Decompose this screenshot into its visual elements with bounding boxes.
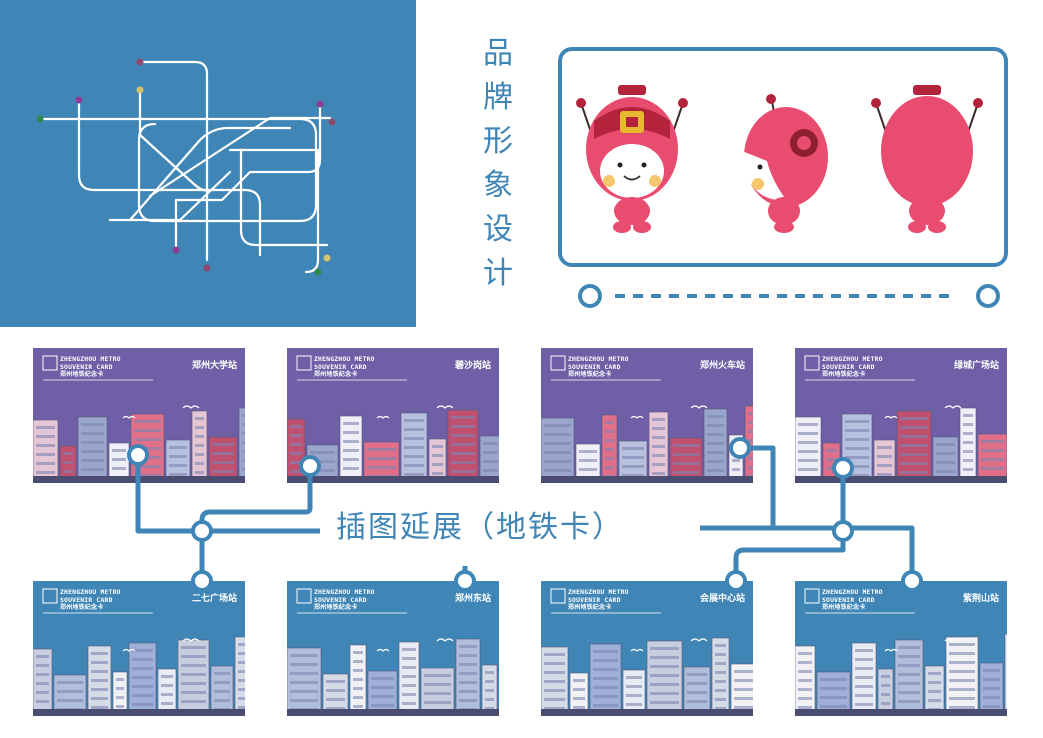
title-char: 设: [483, 212, 513, 247]
card-header-line1: ZHENGZHOU METRO: [568, 588, 629, 596]
card-header-line3: 郑州地铁纪念卡: [60, 371, 104, 378]
card-header-line2: SOUVENIR CARD: [314, 595, 367, 604]
card-header-line1: ZHENGZHOU METRO: [314, 355, 375, 363]
card-header-line2: SOUVENIR CARD: [568, 595, 621, 604]
mascot-side: [742, 94, 828, 233]
card-header-line3: 郑州地铁纪念卡: [314, 371, 358, 378]
card-header-line2: SOUVENIR CARD: [822, 595, 875, 604]
card-header-line2: SOUVENIR CARD: [314, 362, 367, 371]
card-skyline-illustration: [33, 581, 245, 716]
card-header-line3: 郑州地铁纪念卡: [568, 371, 612, 378]
title-char: 象: [483, 168, 513, 203]
extension-title: 插图延展（地铁卡）: [332, 508, 628, 548]
card-skyline-illustration: [541, 581, 753, 716]
card-skyline-illustration: [795, 348, 1007, 483]
card-skyline-illustration: [287, 581, 499, 716]
card-station-name: 紫荆山站: [962, 594, 999, 604]
card-header-line1: ZHENGZHOU METRO: [822, 588, 883, 596]
mascot-frame: [558, 47, 1008, 267]
title-char: 牌: [483, 80, 513, 115]
card-station-name: 郑州火车站: [699, 361, 745, 371]
card-header-line3: 郑州地铁纪念卡: [314, 604, 358, 611]
title-char: 形: [483, 124, 513, 159]
card-header-line1: ZHENGZHOU METRO: [822, 355, 883, 363]
card-header-line3: 郑州地铁纪念卡: [822, 604, 866, 611]
card-station-name: 会展中心站: [699, 594, 745, 604]
dashed-line-decoration: [578, 284, 1000, 308]
card-header-line3: 郑州地铁纪念卡: [60, 604, 104, 611]
mascot-back: [871, 85, 983, 233]
card-header-line1: ZHENGZHOU METRO: [60, 355, 121, 363]
card-skyline-illustration: [795, 581, 1007, 716]
card-skyline-illustration: [541, 348, 753, 483]
card-header-line3: 郑州地铁纪念卡: [822, 371, 866, 378]
card-header-line1: ZHENGZHOU METRO: [60, 588, 121, 596]
card-header-line3: 郑州地铁纪念卡: [568, 604, 612, 611]
card-station-name: 郑州东站: [454, 594, 491, 604]
card-header-line1: ZHENGZHOU METRO: [568, 355, 629, 363]
card-header-line2: SOUVENIR CARD: [568, 362, 621, 371]
card-station-name: 绿城广场站: [953, 361, 999, 371]
metro-map-panel: [0, 0, 416, 327]
mascot-icon: [576, 85, 983, 233]
metro-map-icon: [36, 58, 336, 276]
title-char: 品: [483, 36, 513, 71]
card-header-line1: ZHENGZHOU METRO: [314, 588, 375, 596]
card-station-name: 碧沙岗站: [454, 361, 491, 371]
card-header-line2: SOUVENIR CARD: [822, 362, 875, 371]
card-station-name: 二七广场站: [191, 594, 237, 604]
card-station-name: 郑州大学站: [191, 361, 237, 371]
title-char: 计: [483, 256, 513, 291]
brand-image-title: 品 牌 形 象 设 计: [478, 32, 518, 296]
card-header-line2: SOUVENIR CARD: [60, 595, 113, 604]
mascot-front: [576, 85, 688, 233]
card-header-line2: SOUVENIR CARD: [60, 362, 113, 371]
